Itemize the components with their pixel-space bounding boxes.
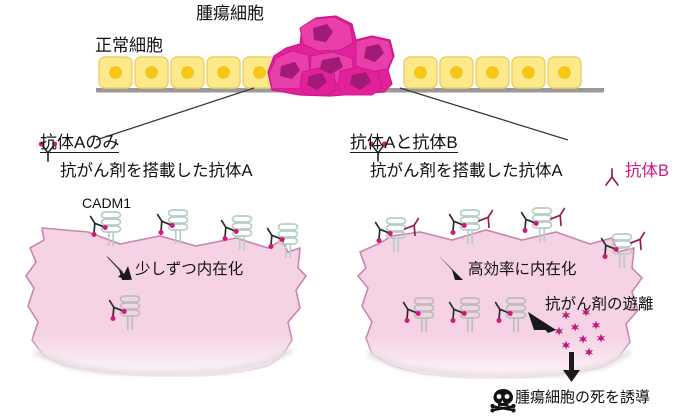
arrow-icon bbox=[105, 255, 132, 280]
skull-and-crossbones-icon bbox=[490, 389, 516, 413]
fast-internalization-label: 高効率に内在化 bbox=[468, 261, 577, 278]
epithelium-group bbox=[95, 15, 604, 141]
arrow-icon bbox=[438, 255, 463, 280]
cadm1-label: CADM1 bbox=[82, 195, 132, 211]
right-legend-antibody-a-label: 抗がん剤を搭載した抗体A bbox=[370, 162, 563, 180]
normal-cell bbox=[206, 56, 241, 89]
normal-cell bbox=[403, 56, 438, 89]
antibody-b-icon bbox=[605, 168, 619, 186]
normal-cell bbox=[439, 56, 474, 89]
normal-cell bbox=[98, 56, 133, 89]
normal-cell bbox=[511, 56, 546, 89]
tumor-death-label: 腫瘍細胞の死を誘導 bbox=[515, 389, 651, 406]
right-legend-antibody-b-label: 抗体B bbox=[625, 162, 670, 180]
right-panel-heading: 抗体Aと抗体B bbox=[350, 133, 458, 153]
tumor-cell-cluster bbox=[267, 15, 395, 97]
connector-line-right bbox=[399, 87, 569, 141]
normal-cell bbox=[547, 56, 582, 89]
normal-cell bbox=[134, 56, 169, 89]
left-panel-heading: 抗体Aのみ bbox=[40, 133, 120, 153]
slow-internalization-label: 少しずつ内在化 bbox=[135, 261, 244, 278]
right-tumor-cell bbox=[350, 229, 650, 390]
arrow-icon bbox=[528, 312, 556, 333]
normal-cell bbox=[475, 56, 510, 89]
normal-cell bbox=[242, 56, 277, 89]
drug-release-label: 抗がん剤の遊離 bbox=[545, 296, 654, 313]
tumor-cells-label: 腫瘍細胞 bbox=[196, 4, 264, 23]
normal-cells-label: 正常細胞 bbox=[95, 36, 163, 55]
connector-line-left bbox=[95, 87, 255, 141]
normal-cell bbox=[170, 56, 205, 89]
arrow-icon bbox=[563, 352, 580, 382]
left-tumor-cell bbox=[16, 227, 316, 386]
left-legend-antibody-a-label: 抗がん剤を搭載した抗体A bbox=[60, 162, 253, 180]
